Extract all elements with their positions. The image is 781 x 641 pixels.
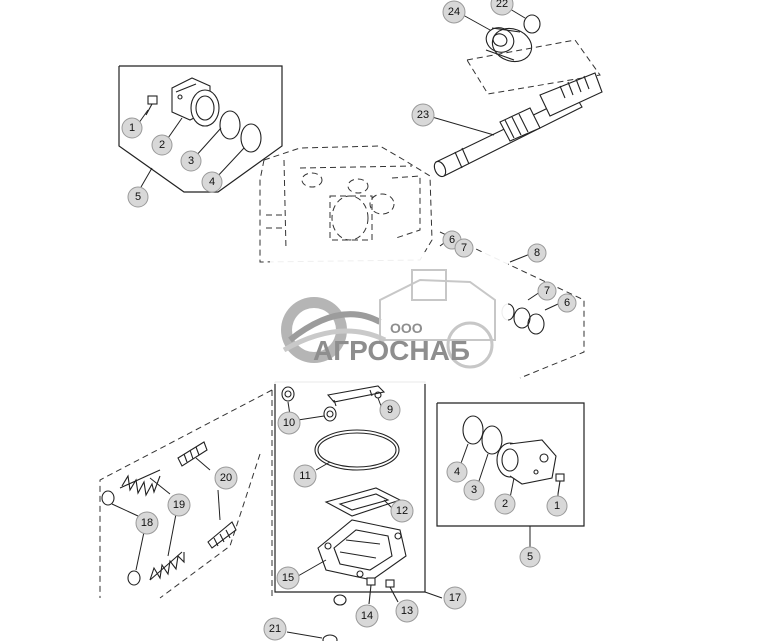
pivot-bushing: [323, 406, 337, 422]
left-o-ring-4: [240, 123, 262, 153]
spring-lower-short: [207, 521, 237, 549]
callout-label: 2: [502, 498, 508, 510]
callout-2-left: 2: [151, 134, 173, 156]
callout-3-right: 3: [463, 479, 485, 501]
callout-11: 11: [293, 464, 317, 488]
callout-2-right: 2: [494, 493, 516, 515]
snap-ring: [523, 14, 541, 34]
drive-shaft: [433, 72, 603, 178]
callout-label: 18: [141, 517, 153, 529]
callout-7-right: 7: [537, 281, 557, 301]
callout-label: 5: [527, 551, 533, 563]
tractor-icon: [379, 269, 496, 369]
right-bolt: [555, 473, 565, 495]
callout-label: 10: [283, 417, 295, 429]
callout-label: 19: [173, 499, 185, 511]
callout-10: 10: [277, 411, 301, 435]
watermark-name: АГРОСНАБ: [313, 335, 470, 366]
pump-housing: [259, 145, 433, 263]
callout-label: 4: [209, 176, 215, 188]
callout-label: 9: [387, 404, 393, 416]
pivot-pin: [281, 386, 295, 402]
watermark-logo: ООО АГРОСНАБ: [270, 252, 508, 384]
callout-3-left: 3: [180, 150, 202, 172]
large-o-ring: [314, 429, 400, 471]
right-o-ring-3: [481, 425, 503, 455]
callout-label: 21: [269, 623, 281, 635]
spring-upper-short: [177, 441, 208, 467]
callout-20: 20: [214, 466, 238, 490]
callout-14: 14: [355, 604, 379, 628]
cap-screw-13: [385, 579, 399, 603]
callout-5-right: 5: [519, 546, 541, 568]
callout-label: 6: [449, 234, 455, 246]
swash-plate-link: [326, 385, 386, 407]
callout-8: 8: [527, 243, 547, 263]
callout-17: 17: [443, 586, 467, 610]
left-cover-housing: [171, 77, 220, 127]
callout-label: 22: [496, 0, 508, 10]
callout-19: 19: [167, 493, 191, 517]
right-middle-o-rings: [501, 303, 545, 335]
callout-label: 24: [448, 6, 460, 18]
callout-label: 11: [299, 470, 310, 482]
o-ring-18-bottom: [127, 570, 141, 586]
left-subassembly-frame: [118, 65, 283, 193]
callout-label: 4: [454, 466, 460, 478]
callout-22: 22: [490, 0, 514, 16]
watermark-prefix: ООО: [390, 320, 423, 336]
gasket: [324, 487, 402, 517]
callout-4-right: 4: [446, 461, 468, 483]
right-subassembly-frame: [436, 402, 585, 548]
callout-label: 23: [417, 109, 429, 121]
cover-plate: [317, 519, 407, 581]
bearing: [485, 27, 533, 63]
callout-label: 2: [159, 139, 165, 151]
callout-6-right: 6: [557, 293, 577, 313]
callout-label: 7: [544, 285, 550, 297]
spring-lower-long: [149, 551, 185, 581]
o-ring-18-top: [101, 490, 115, 506]
callout-label: 13: [401, 605, 413, 617]
callout-label: 8: [534, 247, 540, 259]
drain-plug: [322, 634, 338, 641]
right-cover-housing: [496, 439, 557, 485]
callout-label: 12: [396, 505, 408, 517]
callout-label: 6: [564, 297, 570, 309]
right-o-ring-4: [462, 415, 484, 445]
callout-7-top: 7: [454, 238, 474, 258]
left-o-ring-3: [219, 110, 241, 140]
left-bolt: [145, 95, 158, 116]
callout-1-left: 1: [121, 117, 143, 139]
callout-9: 9: [379, 399, 401, 421]
gear-icon: [281, 297, 387, 363]
callout-label: 3: [188, 155, 194, 167]
callout-label: 1: [554, 500, 560, 512]
callout-label: 5: [135, 191, 141, 203]
callout-label: 7: [461, 242, 467, 254]
cap-screw-14: [366, 577, 376, 605]
callout-15: 15: [276, 566, 300, 590]
callout-label: 20: [220, 472, 232, 484]
callout-label: 17: [449, 592, 461, 604]
washer-nut: [333, 594, 347, 606]
callout-5-left: 5: [127, 186, 149, 208]
callout-12: 12: [390, 499, 414, 523]
spring-upper-long: [119, 469, 161, 497]
callout-label: 14: [361, 610, 373, 622]
callout-4-left: 4: [201, 171, 223, 193]
callout-18: 18: [135, 511, 159, 535]
callout-21: 21: [263, 617, 287, 641]
callout-1-right: 1: [546, 495, 568, 517]
callout-label: 15: [282, 572, 294, 584]
callout-label: 1: [129, 122, 135, 134]
callout-24: 24: [442, 0, 466, 24]
callout-23: 23: [411, 103, 435, 127]
callout-label: 3: [471, 484, 477, 496]
callout-13: 13: [395, 599, 419, 623]
